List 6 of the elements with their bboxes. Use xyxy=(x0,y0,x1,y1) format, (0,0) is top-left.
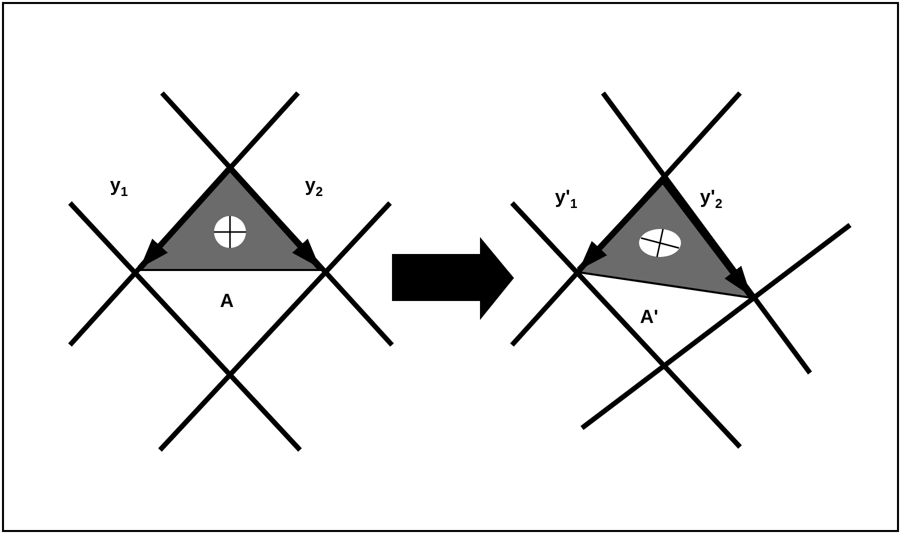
variable-label: y$_{1}$ xyxy=(110,176,128,198)
variable-label: y'$_{1}$ xyxy=(555,188,578,210)
variable-label: y'$_{2}$ xyxy=(700,188,722,210)
variable-label: A' xyxy=(640,308,658,327)
variable-label: A xyxy=(220,292,234,311)
variable-label: y$_{2}$ xyxy=(305,176,323,198)
